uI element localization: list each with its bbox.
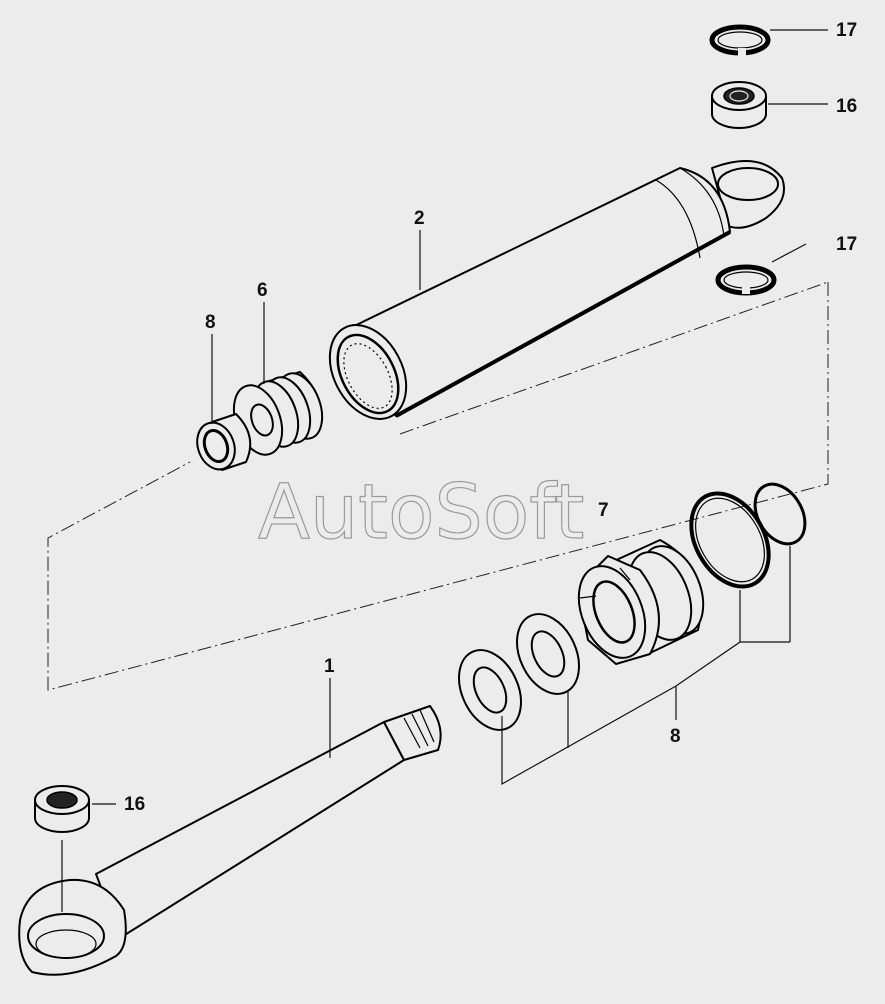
callout-7: 7 (598, 500, 609, 521)
callout-6: 6 (257, 280, 268, 301)
watermark: AutoSoft (258, 467, 584, 556)
wiper-seals (458, 613, 580, 731)
callout-1: 1 (324, 656, 335, 677)
callout-17-upper: 17 (836, 20, 857, 41)
circlip-upper (709, 24, 771, 56)
piston-bushing (196, 413, 252, 471)
o-rings (689, 482, 807, 589)
callout-8-upper: 8 (205, 312, 216, 333)
piston-rod (18, 705, 442, 976)
callout-16-upper: 16 (836, 96, 857, 117)
bearing-top (711, 81, 767, 129)
callout-8-lower: 8 (670, 726, 681, 747)
callout-17-lower: 17 (836, 234, 857, 255)
circlip-lower (715, 264, 777, 296)
callout-2: 2 (414, 208, 425, 229)
callout-16-lower: 16 (124, 794, 145, 815)
piston (232, 371, 324, 456)
callout-labels: 17 16 2 17 6 8 7 1 8 16 (124, 20, 857, 815)
cylinder-tube (328, 159, 785, 420)
gland (577, 539, 705, 665)
leader-lines (61, 29, 828, 912)
bearing-bottom (34, 785, 90, 833)
assembly-axis-lines (47, 281, 829, 691)
